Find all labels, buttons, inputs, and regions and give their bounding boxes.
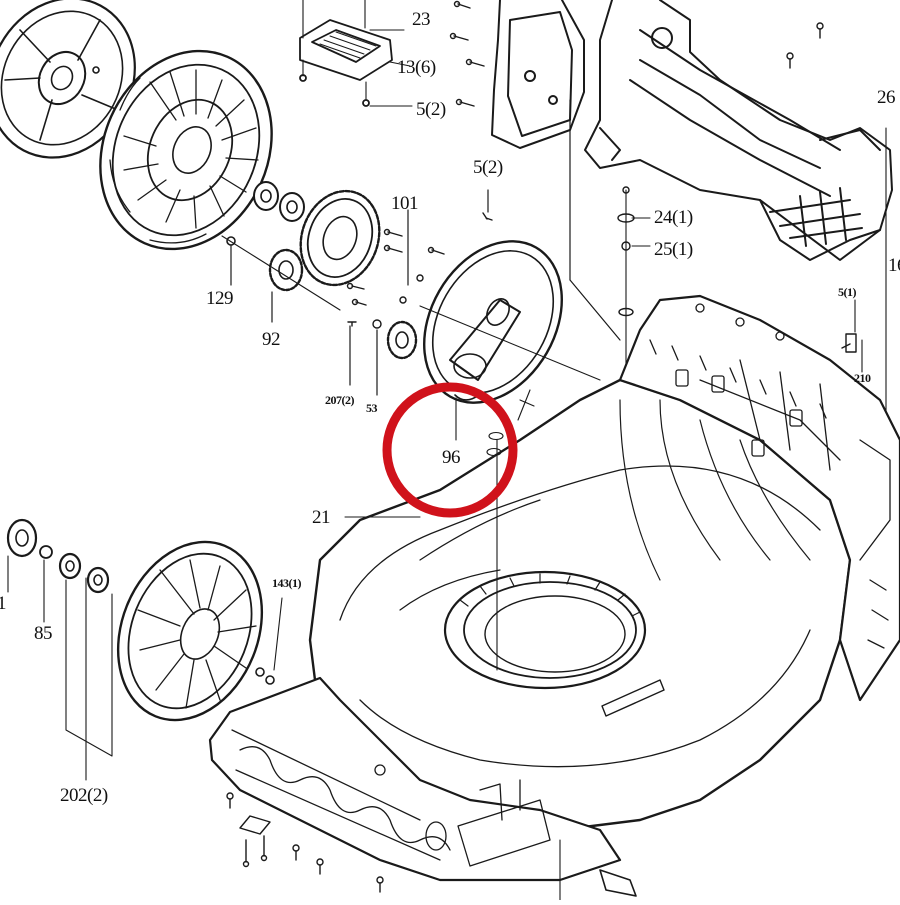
callout-26: 26 — [877, 87, 896, 108]
callout-207-2: 207(2) — [325, 393, 355, 407]
front-wheel — [116, 540, 283, 722]
callout-85: 85 — [34, 623, 53, 644]
handle-bracket — [491, 0, 621, 341]
rear-wheel-top — [99, 49, 273, 251]
rear-frame-26 — [584, 0, 893, 261]
drive-gear-53 — [386, 320, 418, 360]
callout-101: 101 — [391, 193, 419, 214]
callout-5-2-mid: 5(2) — [473, 157, 503, 178]
bearing-129-area — [226, 181, 305, 286]
callout-129: 129 — [206, 288, 234, 309]
callout-21: 21 — [312, 507, 331, 528]
callout-210: 210 — [854, 371, 871, 385]
callout-25-1: 25(1) — [654, 239, 693, 260]
mower-deck-21 — [208, 294, 900, 901]
highlight-ring-96 — [382, 382, 518, 518]
leader-lines — [221, 235, 601, 518]
callout-202-2: 202(2) — [60, 785, 108, 806]
callout-53: 53 — [366, 401, 378, 415]
callout-5-1: 5(1) — [838, 285, 857, 299]
drive-pulley-disc — [423, 240, 563, 404]
gear-ring — [299, 189, 381, 287]
screws-cluster — [346, 189, 493, 396]
callout-5-2-top: 5(2) — [416, 99, 446, 120]
callout-16: 16 — [888, 255, 900, 276]
callout-23: 23 — [412, 9, 431, 30]
bottom-screws — [226, 792, 384, 893]
callout-13-6: 13(6) — [397, 57, 436, 78]
pinion-gear-92 — [268, 248, 304, 323]
callout-24-1: 24(1) — [654, 207, 693, 228]
control-box-23 — [299, 0, 413, 107]
callout-143-1: 143(1) — [272, 576, 302, 590]
callout-92: 92 — [262, 329, 281, 350]
callout-91: 91 — [0, 593, 7, 614]
callout-96: 96 — [442, 447, 461, 468]
top-screws — [449, 0, 485, 107]
front-hub-parts — [6, 518, 113, 781]
